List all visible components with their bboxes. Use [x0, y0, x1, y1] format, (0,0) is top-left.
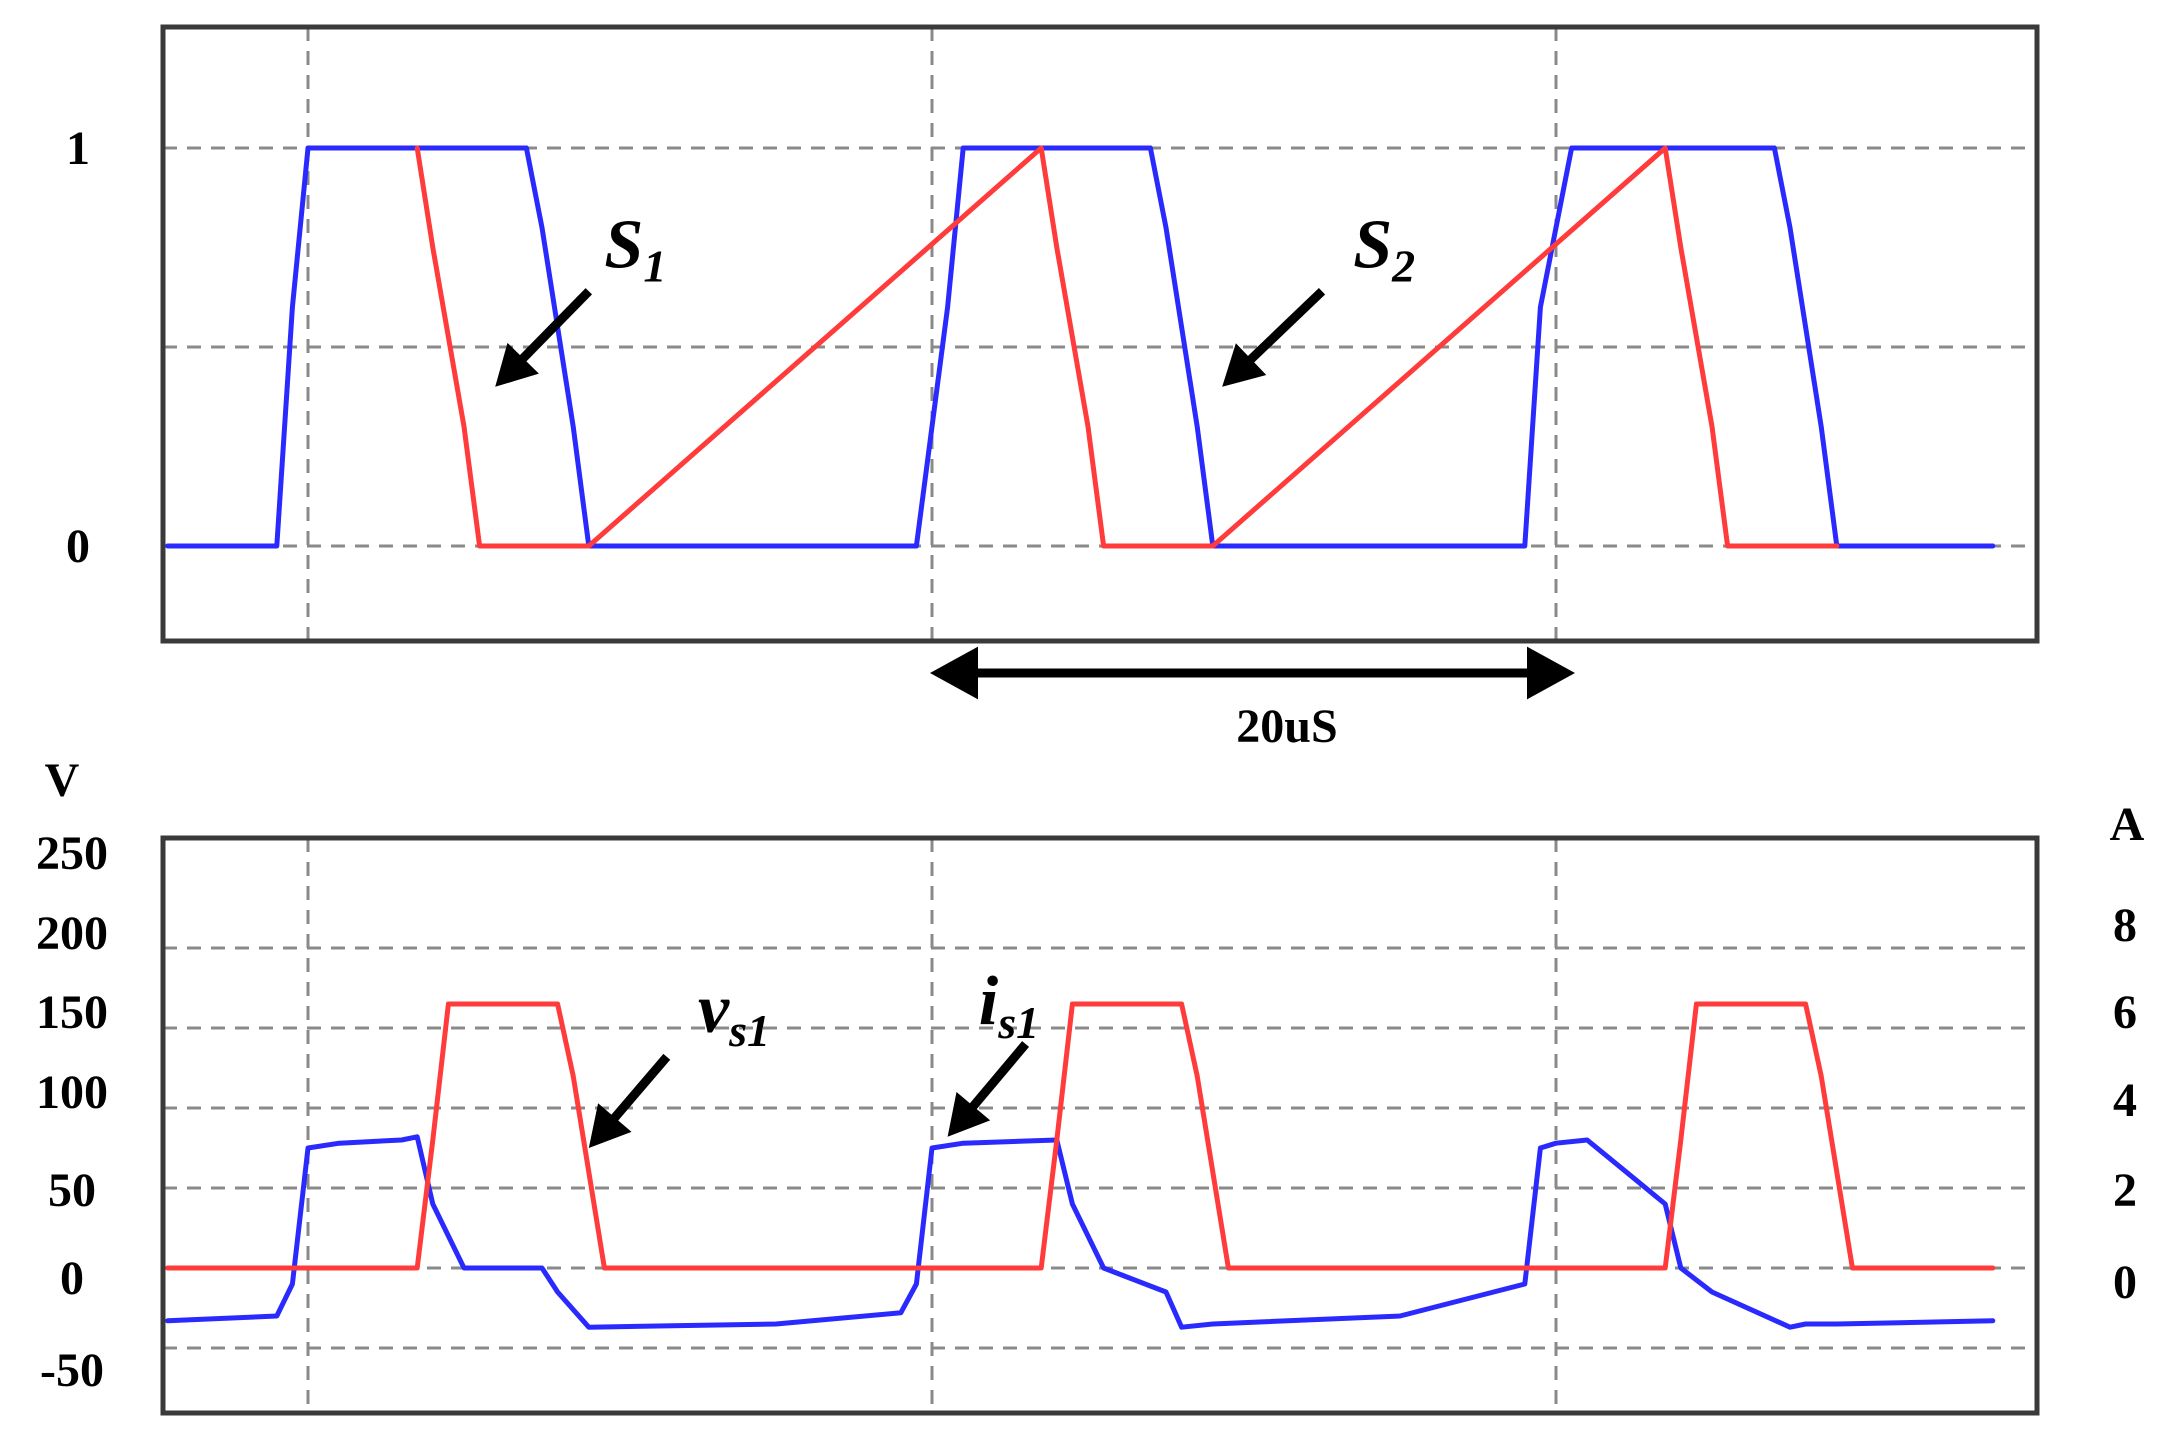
span-arrowhead-left: [930, 646, 978, 700]
annotation-arrowhead: [947, 1092, 991, 1137]
y-tick-label: 0: [66, 520, 90, 573]
y-tick-label-right: 0: [2113, 1256, 2137, 1309]
annotation-arrowhead: [495, 342, 539, 387]
y-tick-label-left: 200: [36, 907, 108, 960]
annotation-label: S1: [604, 207, 666, 292]
annotation-subscript: 2: [1391, 241, 1415, 292]
annotation-label: S2: [1353, 207, 1415, 292]
annotation-s1: S1: [495, 207, 666, 387]
series-i-trace: [165, 1134, 1996, 1330]
y-tick-label-right: 6: [2113, 986, 2137, 1039]
series-s1-trace: [414, 145, 1840, 549]
grid: [163, 838, 2037, 1413]
y-tick-label-left: 100: [36, 1066, 108, 1119]
annotation-arrowhead: [1222, 343, 1267, 387]
annotation-label: vs1: [698, 971, 770, 1056]
switch-signals-panel: 1 0 S1 S2: [66, 24, 2040, 644]
period-span-indicator: 20uS: [930, 646, 1575, 753]
y-tick-label-right: 4: [2113, 1074, 2137, 1127]
annotation-subscript: s1: [997, 997, 1039, 1048]
annotation-s2: S2: [1222, 207, 1415, 387]
y-tick-label-right: 2: [2113, 1164, 2137, 1217]
annotation-is1: is1: [947, 963, 1039, 1137]
y-tick-label: 1: [66, 122, 90, 175]
y-tick-label-left: 50: [48, 1164, 96, 1217]
annotation-subscript: s1: [728, 1005, 770, 1056]
series-s2-trace: [165, 145, 1996, 549]
grid: [163, 27, 2037, 641]
y-axis-label-left: V: [45, 754, 80, 807]
y-tick-label-left: 0: [60, 1252, 84, 1305]
y-tick-label-right: 8: [2113, 899, 2137, 952]
span-label: 20uS: [1236, 700, 1337, 753]
y-tick-label-left: -50: [40, 1344, 104, 1397]
span-arrowhead-right: [1527, 646, 1575, 700]
y-tick-label-left: 250: [36, 827, 108, 880]
plot-frame: [160, 835, 2040, 1416]
y-tick-label-left: 150: [36, 986, 108, 1039]
annotation-label: is1: [979, 963, 1039, 1048]
series-v-trace: [165, 1001, 1996, 1271]
plot-frame: [160, 24, 2040, 644]
y-axis-label-right: A: [2110, 798, 2145, 851]
annotation-subscript: 1: [643, 241, 666, 292]
annotation-arrowhead: [588, 1103, 632, 1148]
annotation-vs1: vs1: [588, 971, 770, 1148]
